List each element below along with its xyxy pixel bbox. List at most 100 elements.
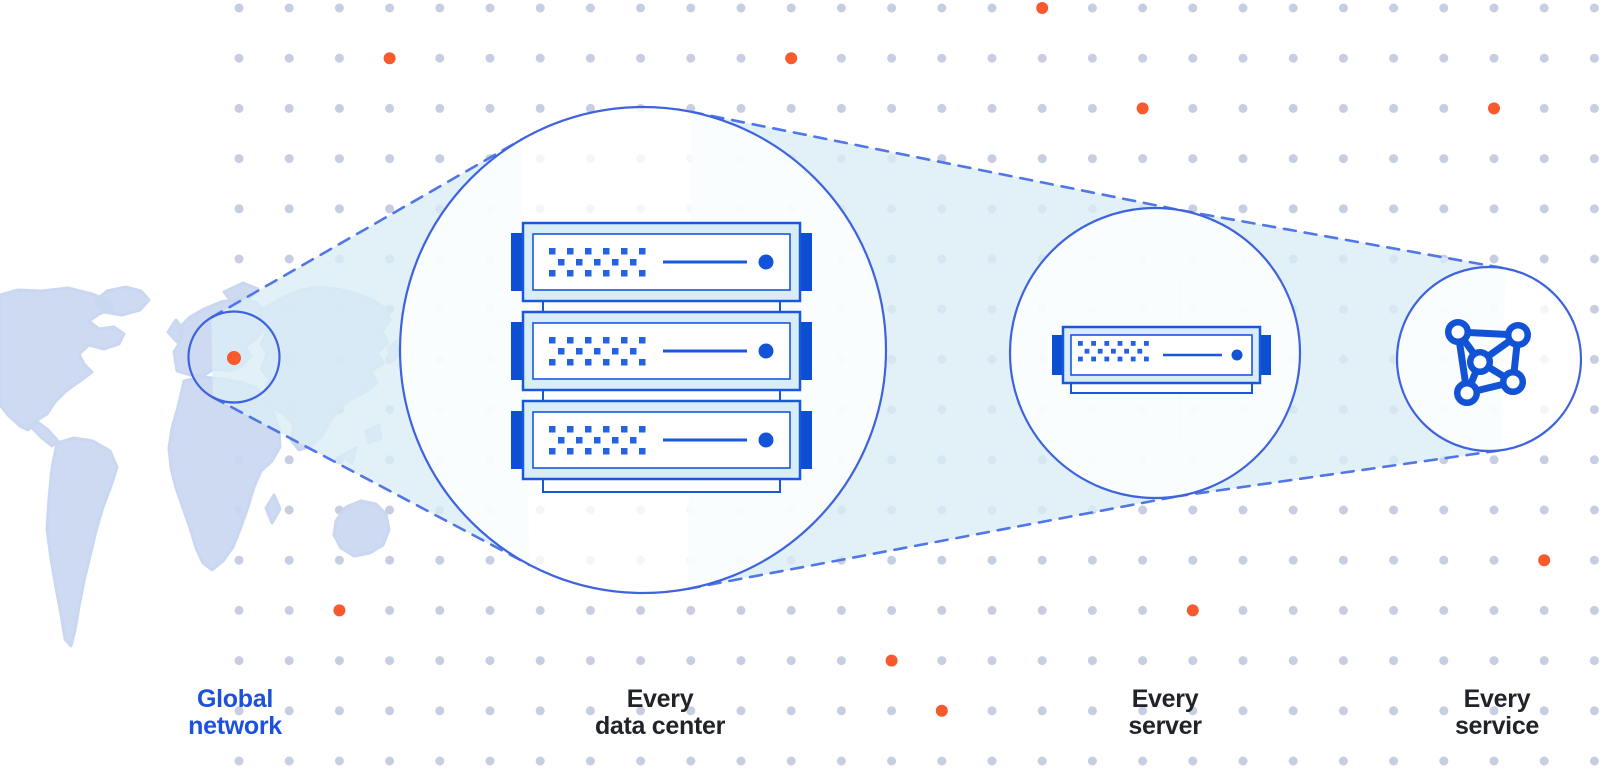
server-matrix-dot: [1104, 341, 1110, 346]
grid-dot: [435, 656, 445, 666]
grid-dot: [1238, 154, 1248, 164]
grid-dot: [385, 756, 395, 766]
grid-dot: [1539, 605, 1549, 615]
grid-dot: [1489, 455, 1499, 465]
grid-dot: [284, 706, 294, 716]
grid-dot: [1338, 204, 1348, 214]
grid-dot: [1539, 254, 1549, 264]
grid-dot: [736, 3, 746, 13]
grid-dot: [887, 3, 897, 13]
server-unit: [511, 310, 812, 392]
grid-dot: [1037, 154, 1047, 164]
grid-dot: [1589, 3, 1599, 13]
server-tab-right: [799, 233, 812, 291]
server-matrix-dot: [567, 248, 574, 255]
server-matrix-dot: [1097, 348, 1103, 354]
grid-dot: [937, 555, 947, 565]
grid-dot: [284, 656, 294, 666]
grid-dot: [1188, 505, 1198, 515]
grid-dot: [435, 53, 445, 63]
network-node: [1467, 349, 1493, 375]
grid-dot: [1489, 53, 1499, 63]
grid-dot: [1238, 605, 1248, 615]
grid-dot-orange: [1538, 554, 1551, 567]
server-matrix-dot: [549, 337, 556, 344]
grid-dot: [284, 3, 294, 13]
server-tab-right: [799, 411, 812, 469]
grid-dot: [1037, 756, 1047, 766]
server-matrix-dot: [1130, 356, 1136, 362]
grid-dot: [334, 656, 344, 666]
grid-dot-orange: [383, 52, 396, 65]
grid-dot: [284, 605, 294, 615]
grid-dot: [1138, 3, 1148, 13]
grid-dot: [234, 3, 244, 13]
grid-dot: [636, 756, 646, 766]
grid-dot: [686, 53, 696, 63]
server-matrix-dot: [603, 337, 610, 344]
grid-dot: [1389, 656, 1399, 666]
grid-dot: [385, 204, 395, 214]
grid-dot: [284, 103, 294, 113]
grid-dot: [887, 605, 897, 615]
grid-dot: [485, 555, 495, 565]
grid-dot: [736, 53, 746, 63]
server-tab-left: [511, 233, 524, 291]
grid-dot: [234, 103, 244, 113]
grid-dot: [234, 555, 244, 565]
grid-dot: [1087, 706, 1097, 716]
grid-dot: [334, 154, 344, 164]
grid-dot: [887, 706, 897, 716]
server-matrix-dot: [1137, 348, 1143, 354]
grid-dot: [1589, 756, 1599, 766]
grid-dot: [1087, 53, 1097, 63]
network-node: [1445, 319, 1471, 345]
grid-dot: [435, 555, 445, 565]
server-tab-left: [1052, 335, 1064, 375]
grid-dot: [1238, 505, 1248, 515]
grid-dot: [1539, 53, 1549, 63]
server-led: [758, 343, 774, 359]
grid-dot-orange: [885, 654, 898, 667]
grid-dot: [585, 756, 595, 766]
grid-dot: [1489, 706, 1499, 716]
grid-dot: [385, 154, 395, 164]
grid-dot: [736, 605, 746, 615]
grid-dot: [636, 53, 646, 63]
grid-dot: [887, 756, 897, 766]
server-matrix-dot: [621, 270, 628, 277]
grid-dot: [535, 3, 545, 13]
zoom-dashed-line: [689, 110, 1185, 213]
grid-dot: [1439, 656, 1449, 666]
grid-dot: [1489, 204, 1499, 214]
server-matrix-dot: [630, 437, 637, 444]
grid-dot: [1288, 3, 1298, 13]
label-every-data-center: Every data center: [594, 685, 726, 740]
grid-dot: [284, 53, 294, 63]
grid-dot: [1087, 103, 1097, 113]
server-matrix-dot: [639, 426, 646, 433]
grid-dot: [1589, 555, 1599, 565]
grid-dot: [836, 756, 846, 766]
grid-dot: [836, 605, 846, 615]
grid-dot: [1138, 756, 1148, 766]
grid-dot: [636, 3, 646, 13]
grid-dot: [234, 254, 244, 264]
grid-dot: [585, 53, 595, 63]
grid-dot: [1489, 3, 1499, 13]
zoom-dashed-line: [1174, 448, 1504, 498]
grid-dot: [1238, 555, 1248, 565]
grid-dot: [1389, 53, 1399, 63]
network-node: [1505, 322, 1531, 348]
network-node: [1454, 380, 1480, 406]
grid-dot: [786, 605, 796, 615]
server-matrix-dot: [630, 348, 637, 355]
grid-dot: [1389, 204, 1399, 214]
grid-dot: [1037, 103, 1047, 113]
grid-dot: [987, 3, 997, 13]
server-matrix-dot: [585, 448, 592, 455]
grid-dot-orange: [785, 52, 798, 65]
grid-dot: [636, 706, 646, 716]
